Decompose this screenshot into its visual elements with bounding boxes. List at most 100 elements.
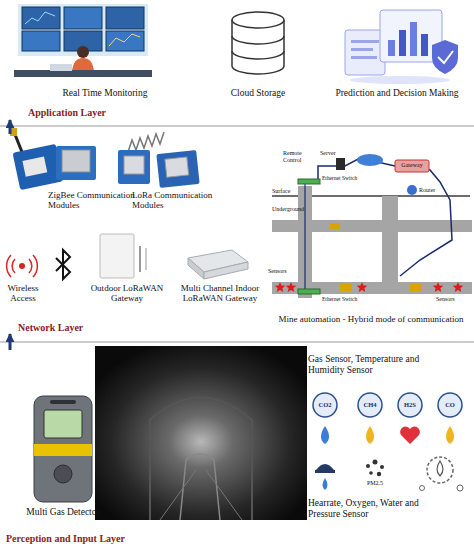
mine-vehicle: [330, 223, 340, 229]
caption: Prediction and Decision Making: [322, 88, 472, 99]
layer-separator: [0, 126, 474, 127]
tunnel: [272, 220, 472, 232]
screen: [22, 7, 60, 29]
screen: [64, 7, 102, 29]
zigbee-board: [13, 144, 64, 190]
chip: [124, 156, 144, 174]
particle: [377, 472, 381, 476]
ethernet-switch: [298, 289, 320, 294]
tunnel: [272, 282, 472, 294]
cylinder-top: [232, 12, 284, 28]
droplet-outline: [437, 461, 443, 476]
gas-symbol: CO2: [310, 401, 340, 408]
cap-icon: [316, 464, 334, 470]
layer-separator: [0, 342, 474, 343]
server-icon: [336, 158, 345, 170]
indoor-gateway: [188, 250, 248, 279]
caption: Mine automation - Hybrid mode of communi…: [268, 314, 474, 324]
mine-vehicle: [410, 284, 422, 291]
gas-detector: [34, 396, 92, 502]
device-label: Server: [320, 150, 350, 157]
chart-line: [25, 12, 55, 24]
screen: [106, 7, 144, 29]
bubble: [457, 485, 463, 491]
particle: [366, 464, 370, 468]
chip: [22, 157, 47, 177]
router-icon: [407, 185, 417, 195]
bar: [421, 34, 428, 56]
gateway-case: [100, 234, 134, 278]
gas-symbol: CH4: [355, 401, 385, 408]
prediction-illustration: [345, 10, 458, 84]
caption: Multi Gas Detector: [8, 507, 118, 518]
text-line: [351, 40, 379, 43]
layer-arrow: [9, 120, 12, 134]
heart-icon: [400, 427, 420, 444]
monitoring-illustration: [14, 4, 152, 77]
bar: [388, 40, 395, 56]
device-label: Sensors: [436, 296, 474, 303]
chart-line: [109, 34, 140, 46]
shield-can: [62, 150, 90, 172]
device-label: Underground: [272, 206, 322, 213]
gateway-box: [395, 160, 429, 172]
caption: Wireless Access: [0, 283, 46, 304]
person-head: [77, 46, 89, 58]
caption: Outdoor LoRaWAN Gateway: [86, 283, 168, 304]
layer-title: Perception and Input Layer: [6, 533, 125, 544]
sensor-star: [275, 282, 286, 292]
caption: Gas Sensor, Temperature and Humidity Sen…: [308, 354, 448, 376]
antenna: [139, 246, 141, 272]
ethernet-switch: [298, 179, 320, 184]
sensor-star: [433, 282, 444, 292]
rail: [206, 470, 242, 520]
particle: [380, 465, 384, 469]
check: [438, 51, 453, 63]
device-label: Ethernet Switch: [322, 175, 372, 181]
wave: [12, 259, 15, 273]
detector-body: [34, 396, 92, 502]
wave: [29, 259, 32, 273]
sensor-star: [286, 282, 297, 292]
bar: [410, 22, 417, 56]
layer-title: Application Layer: [28, 107, 106, 118]
layer-arrow: [9, 334, 12, 350]
detector-button: [54, 465, 72, 483]
particle: [369, 471, 373, 475]
detector-grille: [50, 400, 76, 404]
antenna-connector: [10, 128, 17, 136]
shield: [432, 40, 458, 74]
detector-screen: [44, 410, 82, 438]
sensor-star: [453, 282, 464, 292]
floor-shadow: [350, 76, 450, 84]
layer-title: Network Layer: [18, 322, 83, 333]
gas-symbol: CO: [435, 401, 465, 408]
mine-vehicle: [340, 284, 352, 291]
keyboard: [50, 64, 72, 71]
internet-cloud: [357, 154, 383, 166]
pressure-icon: [427, 457, 453, 483]
bubble: [420, 486, 425, 491]
device-label: Ethernet Switch: [322, 296, 382, 302]
detector-band: [34, 444, 92, 456]
wave: [7, 255, 11, 277]
droplet-icon: [321, 426, 329, 444]
lora-board: [118, 150, 150, 184]
bar: [399, 30, 406, 56]
person-body: [72, 58, 94, 72]
caption: Hearrate, Oxygen, Water and Pressure Sen…: [308, 498, 448, 520]
device-label: Router: [419, 187, 449, 194]
tunnel-arch: [150, 398, 252, 521]
shaft: [382, 196, 398, 294]
gas-symbol: H2S: [395, 401, 425, 408]
cap-brim: [315, 470, 335, 473]
caption: LoRa Communication Modules: [132, 190, 222, 211]
tunnel-image: [95, 346, 307, 520]
text-line: [351, 56, 377, 59]
device-label: Gateway: [395, 162, 429, 169]
caption: Real Time Monitoring: [45, 88, 165, 99]
droplet-icon: [323, 478, 328, 490]
